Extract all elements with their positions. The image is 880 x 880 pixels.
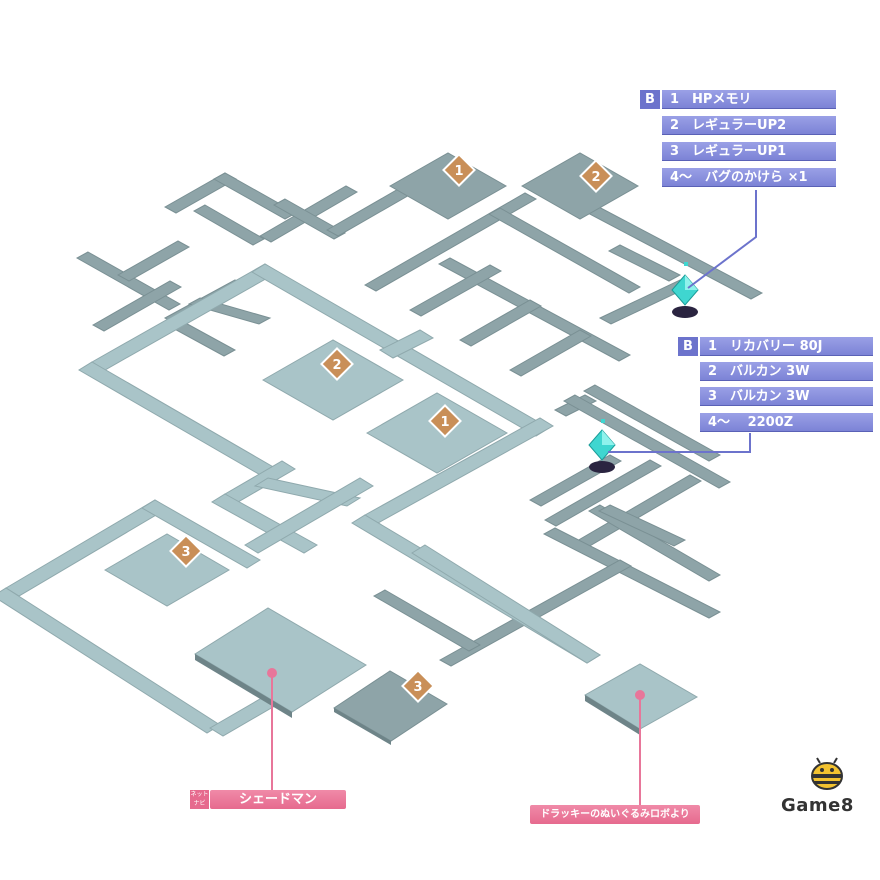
area-marker-dark-3: 3 <box>401 669 435 703</box>
area-marker-light-1: 1 <box>428 404 462 438</box>
shademan-label: シェードマン <box>210 790 346 809</box>
pink-connector-lines <box>271 673 641 805</box>
shademan-pin-icon <box>267 668 277 678</box>
item-list-2-entry-2: 2 バルカン 3W <box>700 362 873 381</box>
connector-lines <box>608 190 757 453</box>
trakkie-pin-icon <box>635 690 645 700</box>
net-navi-tag-line-2: ナビ <box>193 800 206 807</box>
area-marker-label: 3 <box>181 545 190 560</box>
item-list-1-entry-2: 2 レギュラーUP2 <box>662 116 836 135</box>
item-list-2-badge: B <box>678 337 698 356</box>
light-corridors <box>0 263 601 737</box>
game8-logo: Game8 <box>781 795 854 816</box>
dark-corridors <box>75 172 764 667</box>
item-list-1-entry-3: 3 レギュラーUP1 <box>662 142 836 161</box>
area-marker-dark-1: 1 <box>442 153 476 187</box>
trakkie-label: ドラッキーのぬいぐるみロボより <box>530 805 700 824</box>
item-list-2-entry-1: 1 リカバリー 80J <box>700 337 873 356</box>
item-list-2-entry-4: 4～ 2200Z <box>700 413 873 432</box>
mystery-data-crystal-1[interactable] <box>671 262 699 318</box>
area-marker-label: 2 <box>332 358 341 373</box>
net-navi-tag: ネット ナビ <box>190 790 209 809</box>
item-list-1-badge: B <box>640 90 660 109</box>
area-marker-dark-2: 2 <box>579 159 613 193</box>
area-marker-label: 3 <box>413 680 422 695</box>
item-list-1-entry-4: 4～ バグのかけら ×1 <box>662 168 836 187</box>
area-marker-light-2: 2 <box>320 347 354 381</box>
area-marker-label: 2 <box>591 170 600 185</box>
area-marker-light-3: 3 <box>169 534 203 568</box>
area-marker-label: 1 <box>454 164 463 179</box>
item-list-1-entry-1: 1 HPメモリ <box>662 90 836 109</box>
net-navi-tag-line-1: ネット <box>190 791 209 798</box>
bee-mascot-icon <box>811 757 843 790</box>
item-list-2-entry-3: 3 バルカン 3W <box>700 387 873 406</box>
area-marker-label: 1 <box>440 415 449 430</box>
